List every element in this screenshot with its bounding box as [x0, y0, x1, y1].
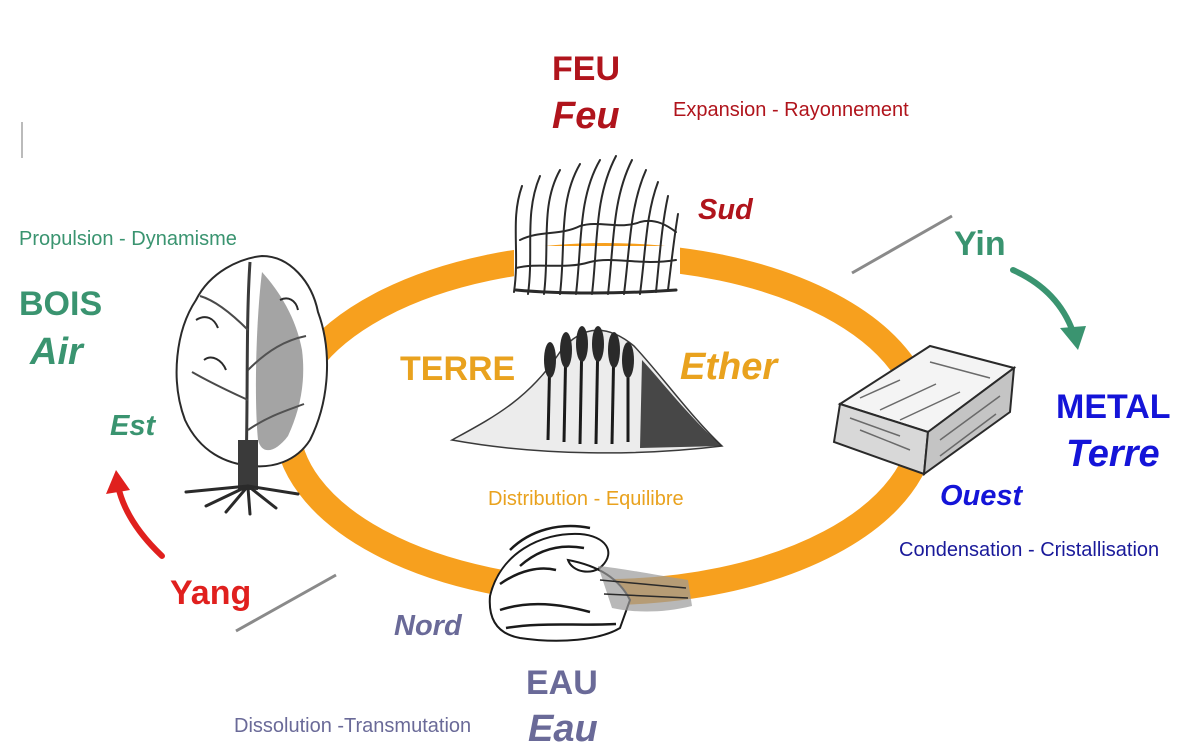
- yang-arrow-icon: [106, 470, 165, 559]
- yang-divider-line: [235, 573, 337, 633]
- terre-alt-name: Ether: [680, 346, 778, 388]
- terre-quality: Distribution - Equilibre: [488, 488, 684, 510]
- metal-direction: Ouest: [940, 480, 1023, 512]
- feu-direction: Sud: [698, 194, 753, 226]
- wheat-mound-icon: [449, 326, 724, 454]
- eau-direction: Nord: [394, 610, 462, 642]
- metal-quality: Condensation - Cristallisation: [899, 539, 1160, 561]
- tree-icon: [175, 254, 329, 516]
- fire-icon: [513, 155, 680, 296]
- metal-ingot-icon: [832, 344, 1017, 477]
- yang-label: Yang: [170, 574, 252, 612]
- metal-alt-name: Terre: [1066, 433, 1160, 475]
- bois-name: BOIS: [19, 285, 103, 323]
- yin-divider-line: [851, 214, 953, 275]
- terre-name: TERRE: [400, 350, 516, 388]
- yin-label: Yin: [954, 225, 1006, 263]
- feu-name: FEU: [552, 50, 620, 88]
- yin-arrow-icon: [1010, 267, 1086, 350]
- bois-quality: Propulsion - Dynamisme: [19, 228, 237, 250]
- metal-name: METAL: [1056, 388, 1171, 426]
- bois-alt-name: Air: [30, 331, 83, 373]
- eau-quality: Dissolution -Transmutation: [234, 715, 472, 737]
- eau-alt-name: Eau: [528, 708, 598, 750]
- eau-name: EAU: [526, 664, 598, 702]
- feu-quality: Expansion - Rayonnement: [673, 99, 909, 121]
- bois-direction: Est: [110, 410, 156, 442]
- wave-icon: [488, 524, 692, 642]
- feu-alt-name: Feu: [552, 95, 620, 137]
